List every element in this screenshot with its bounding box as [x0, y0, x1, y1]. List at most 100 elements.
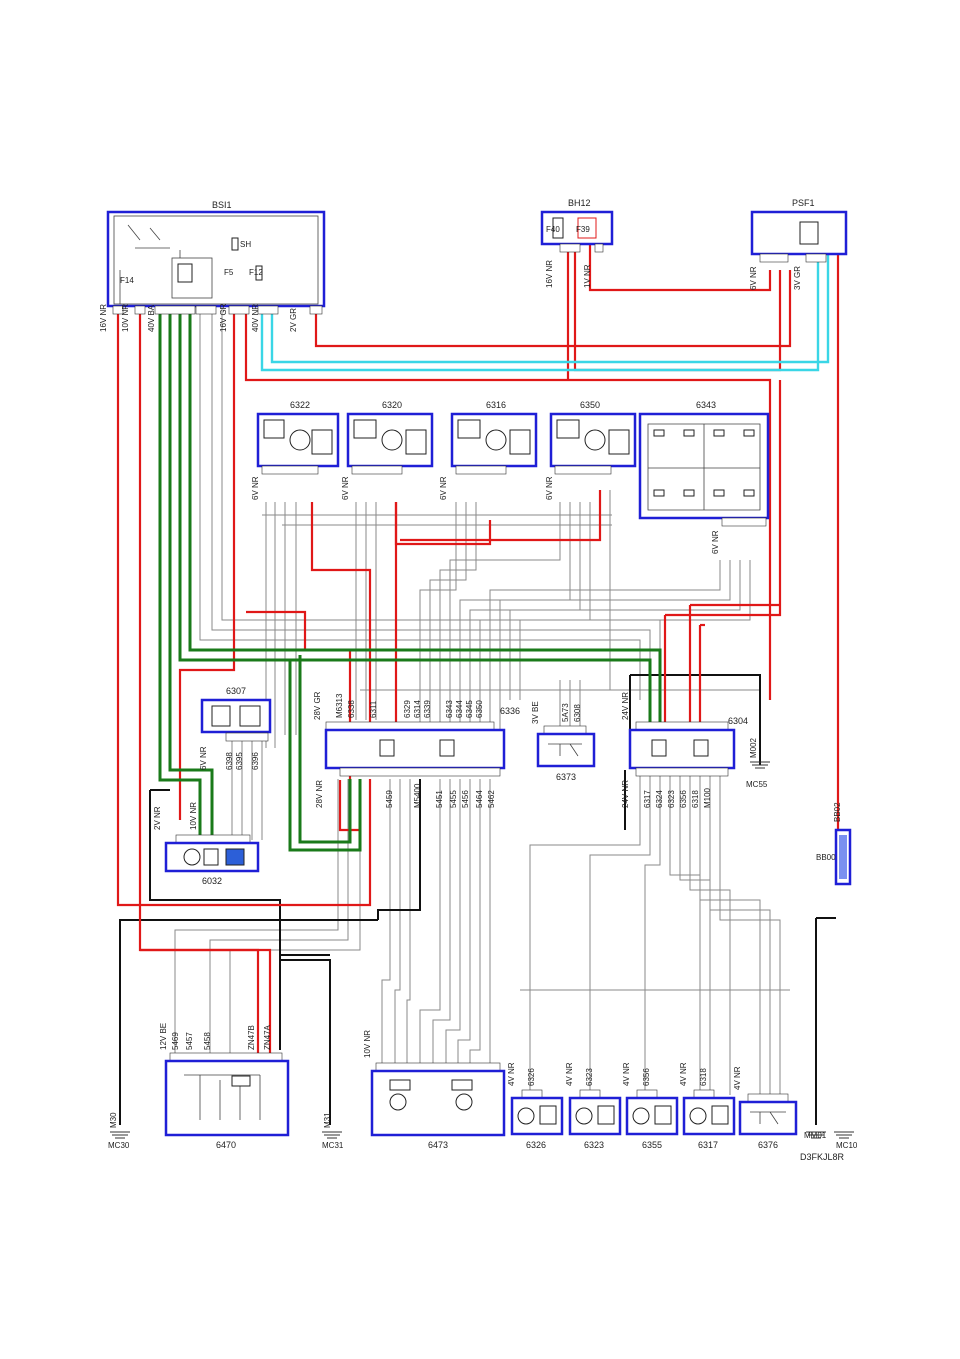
bh12-conn-b: 1V NR	[583, 264, 592, 288]
m002-label: M002	[749, 737, 758, 758]
fuse-sh: SH	[240, 240, 251, 249]
c6316-label: 6316	[486, 400, 506, 410]
bsi-conn-e: 40V NR	[251, 304, 260, 332]
w-6395: 6395	[235, 752, 244, 770]
bsi-conn-f: 2V GR	[289, 308, 298, 332]
w-5457: 5457	[185, 1032, 194, 1050]
c6355-conn: 4V NR	[622, 1062, 631, 1086]
w-5469: 5469	[171, 1032, 180, 1050]
c6350-conn: 6V NR	[545, 476, 554, 500]
c6322-label: 6322	[290, 400, 310, 410]
bsi-conn-c: 40V BA	[147, 304, 156, 332]
motor-6323: 6323 4V NR 6323	[565, 1062, 622, 1150]
fuse-f12: F12	[249, 268, 263, 277]
ground-mc30: MC30 M30	[108, 1112, 130, 1150]
w-6396: 6396	[251, 752, 260, 770]
bh12-conn-a: 16V NR	[545, 260, 554, 288]
c6376-conn: 4V NR	[733, 1066, 742, 1090]
mc30-label: MC30	[108, 1141, 130, 1150]
w-6344: 6344	[455, 700, 464, 718]
w-6314: 6314	[413, 700, 422, 718]
w-5462: 5462	[487, 790, 496, 808]
cyan-wires	[260, 255, 830, 372]
w-6324: 6324	[655, 790, 664, 808]
w-6350: 6350	[475, 700, 484, 718]
red-wires	[116, 240, 840, 1063]
m30-label: M30	[109, 1112, 118, 1128]
black-wires	[119, 674, 836, 1125]
c6323-conn: 4V NR	[565, 1062, 574, 1086]
w-6345: 6345	[465, 700, 474, 718]
green-wires	[158, 305, 662, 852]
motor-6317: 6317 4V NR 6318	[679, 1062, 736, 1150]
c6326-label: 6326	[526, 1140, 546, 1150]
switch-6373: 6373 3V BE 5A73 6308	[531, 701, 596, 782]
w-5455: 5455	[449, 790, 458, 808]
mc31-label: MC31	[322, 1141, 344, 1150]
bh12-label: BH12	[568, 198, 591, 208]
switch-6376: 6376 4V NR	[733, 1066, 798, 1150]
c6323-label: 6323	[584, 1140, 604, 1150]
mc10-label: MC10	[836, 1141, 858, 1150]
c6470-conn: 12V BE	[159, 1023, 168, 1050]
bh12-fusebox: BH12 F40 F39 16V NR 1V NR	[540, 198, 614, 288]
c6343-conn: 6V NR	[711, 530, 720, 554]
w-6323: 6323	[667, 790, 676, 808]
w-m6313: M6313	[335, 693, 344, 718]
bsi-conn-a: 16V NR	[99, 304, 108, 332]
w-5451: 5451	[435, 790, 444, 808]
c6470-label: 6470	[216, 1140, 236, 1150]
fuse-f5: F5	[224, 268, 234, 277]
seat-motor-6473: 6473 10V NR	[363, 1030, 506, 1150]
motor-6326: 6326 4V NR 6326	[507, 1062, 564, 1150]
c6317-conn: 4V NR	[679, 1062, 688, 1086]
c6336-conn-bot: 28V NR	[315, 780, 324, 808]
c6304-label: 6304	[728, 716, 748, 726]
bsi1-module: BSI1 SH F14 F5 F12 16V NR 10V NR 40V BA …	[99, 200, 326, 332]
w-6343: 6343	[445, 700, 454, 718]
w-6339: 6339	[423, 700, 432, 718]
mm01-label: MM01	[804, 1131, 827, 1140]
seat-heater-6470: 6470 12V BE 5469 5457 5458 ZN47B ZN47A	[159, 1023, 290, 1150]
w-6318: 6318	[691, 790, 700, 808]
c6320-conn: 6V NR	[341, 476, 350, 500]
grey-wires	[174, 305, 790, 1095]
w-m100: M100	[703, 787, 712, 808]
c6473-label: 6473	[428, 1140, 448, 1150]
c6307-conn: 6V NR	[199, 746, 208, 770]
c6032-conn-b: 10V NR	[189, 802, 198, 830]
fuse-f39: F39	[576, 225, 590, 234]
battery-bb00: BB00 BB02	[816, 802, 852, 886]
motor-6355: 6355 4V NR 6356	[622, 1062, 679, 1150]
seat-switch-6316: 6316 6V NR	[439, 400, 538, 500]
c6032-conn: 2V NR	[153, 806, 162, 830]
w-6311: 6311	[369, 700, 378, 718]
w-6318b: 6318	[699, 1068, 708, 1086]
seat-ecu-6304: 6304 24V NR 24V NR 6317 6324 6323 6356 6…	[621, 692, 748, 808]
c6322-conn: 6V NR	[251, 476, 260, 500]
w-5458: 5458	[203, 1032, 212, 1050]
c6336-conn-top: 28V GR	[313, 691, 322, 720]
c6373-label: 6373	[556, 772, 576, 782]
seat-switch-6322: 6322 6V NR	[251, 400, 340, 500]
c6032-label: 6032	[202, 876, 222, 886]
relay-block-6343: 6343 6V NR	[638, 400, 770, 554]
bsi-conn-b: 10V NR	[121, 304, 130, 332]
bsi1-pins	[112, 305, 323, 315]
c6317-label: 6317	[698, 1140, 718, 1150]
ground-mc10: MC10	[834, 1131, 858, 1150]
ground-mc55: MC55 M002	[746, 737, 770, 789]
switch-6307: 6307 6V NR 6398 6395 6396	[199, 686, 272, 770]
c6343-label: 6343	[696, 400, 716, 410]
w-6308: 6308	[573, 704, 582, 722]
w-6323b: 6323	[585, 1068, 594, 1086]
w-6329: 6329	[403, 700, 412, 718]
w-5464: 5464	[475, 790, 484, 808]
w-5a73: 5A73	[561, 703, 570, 722]
c6307-label: 6307	[226, 686, 246, 696]
bb02-label: BB02	[833, 802, 842, 822]
c6304-conn-bot: 24V NR	[621, 780, 630, 808]
ground-mc31: MC31 M31	[322, 1112, 344, 1150]
psf1-conn-b: 3V GR	[793, 266, 802, 290]
